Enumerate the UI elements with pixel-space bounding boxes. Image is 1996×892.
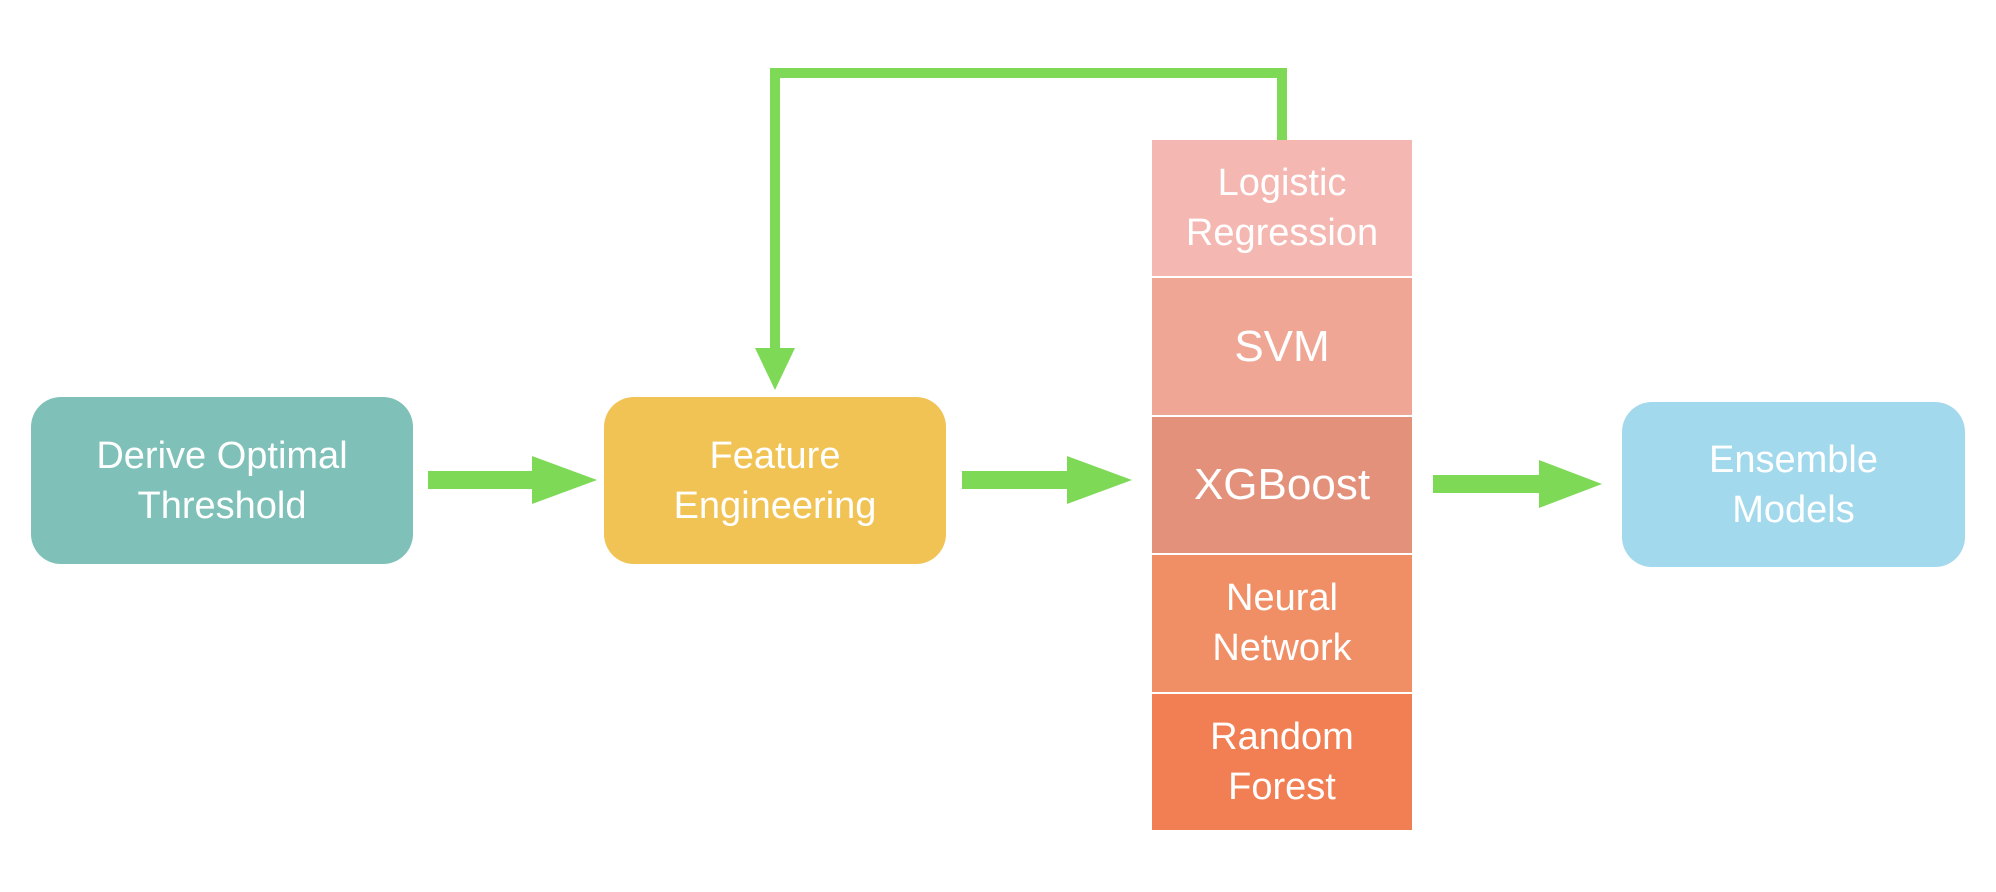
arrow-models-to-ensemble [1433,460,1602,508]
model-xgboost: XGBoost [1152,416,1412,556]
derive-optimal-threshold-node: Derive Optimal Threshold [31,397,413,564]
model-random-forest: Random Forest [1152,693,1412,831]
model-label-line: SVM [1234,321,1330,371]
feature-label-line-2: Engineering [673,484,877,527]
arrow-feedback-loop [755,68,1287,390]
arrow-derive-to-feature [428,456,597,504]
derive-label-line-2: Threshold [137,484,307,527]
ensemble-label-line-2: Models [1732,488,1855,531]
model-svm: SVM [1152,278,1412,417]
model-neural-network: Neural Network [1152,555,1412,694]
model-label-line: Forest [1228,765,1336,808]
model-stack: Logistic Regression SVM XGBoost Neural N… [1152,140,1412,831]
model-label-line: Network [1212,627,1352,670]
model-label-line: Neural [1226,577,1338,620]
ensemble-label-line-1: Ensemble [1709,438,1878,481]
ensemble-models-node: Ensemble Models [1622,402,1965,567]
model-label-line: Logistic [1217,162,1347,205]
model-label-line: XGBoost [1193,460,1371,510]
derive-label-line-1: Derive Optimal [96,434,348,477]
feature-engineering-node: Feature Engineering [604,397,946,564]
arrow-feature-to-models [962,456,1132,504]
model-logistic-regression: Logistic Regression [1152,140,1412,279]
feature-label-line-1: Feature [709,434,841,477]
model-label-line: Regression [1185,212,1379,255]
model-label-line: Random [1210,715,1354,758]
